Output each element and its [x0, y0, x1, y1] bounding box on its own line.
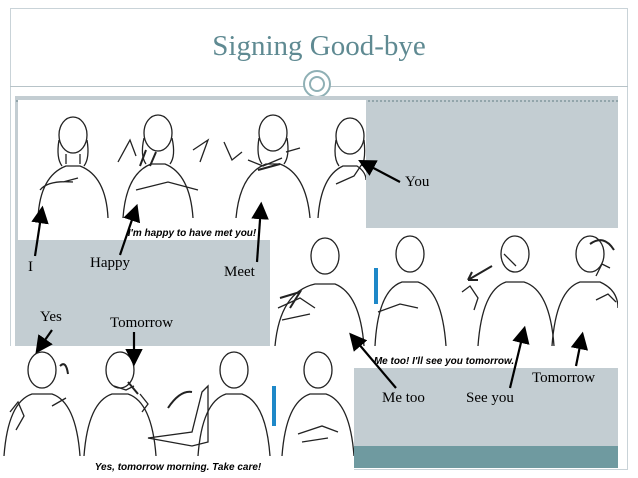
label-me-too: Me too — [382, 390, 425, 406]
label-tomorrow-right: Tomorrow — [532, 370, 596, 386]
label-see-you: See you — [466, 390, 514, 406]
arrow-i — [31, 205, 49, 257]
label-yes: Yes — [40, 309, 62, 325]
sentence-separator-bar — [272, 386, 276, 426]
signers-illustration-3 — [3, 351, 354, 457]
arrow-meet — [251, 201, 269, 263]
label-tomorrow-left: Tomorrow — [110, 315, 174, 331]
label-you: You — [405, 174, 430, 190]
arrow-tomorrow-right — [570, 331, 589, 367]
panel-caption-3: Yes, tomorrow morning. Take care! — [94, 462, 262, 473]
label-happy: Happy — [90, 255, 130, 271]
arrow-you — [358, 159, 401, 183]
sign-panel-2: Me too! I'll see you tomorrow. — [270, 228, 618, 368]
arrow-me-too — [349, 332, 397, 389]
arrow-yes — [35, 329, 53, 354]
slide-title: Signing Good-bye — [212, 30, 426, 62]
sentence-separator-bar — [374, 268, 378, 304]
arrow-see-you — [508, 325, 530, 389]
signers-illustration-2 — [274, 235, 618, 347]
arrow-happy — [118, 203, 141, 256]
teal-accent-block — [354, 446, 618, 468]
panel-caption-2: Me too! I'll see you tomorrow. — [373, 356, 515, 367]
label-meet: Meet — [224, 264, 255, 280]
signers-illustration-1 — [37, 114, 366, 219]
sign-panel-3: Yes, tomorrow morning. Take care! — [2, 346, 354, 476]
panel-caption-1: I'm happy to have met you! — [127, 228, 257, 239]
sign-panel-1: I'm happy to have met you! — [18, 100, 366, 240]
label-i: I — [28, 259, 33, 275]
